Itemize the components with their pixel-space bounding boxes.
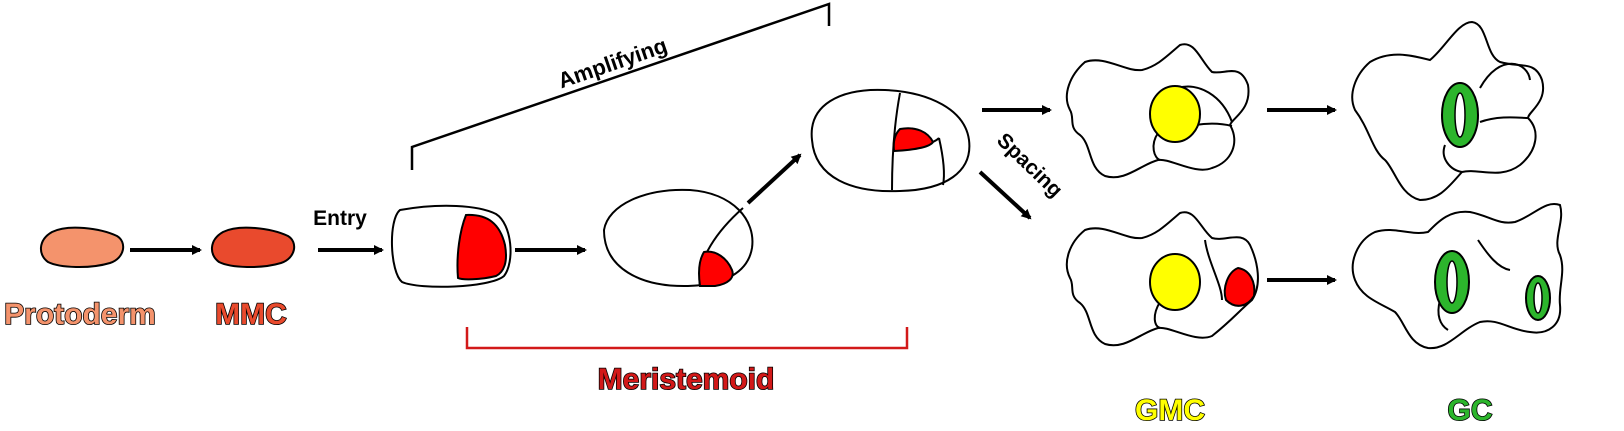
protoderm-cell [40, 226, 125, 269]
amplifying-bracket [410, 2, 831, 170]
arrow-amplifying-2 [746, 153, 802, 205]
amplifying-label: Amplifying [555, 33, 671, 94]
stomatal-pore [1533, 282, 1543, 314]
amplifying-cell-2 [810, 88, 971, 193]
gc-top-cell [1351, 20, 1545, 202]
gmc-yellow [1149, 85, 1201, 143]
meristemoid-red [892, 127, 935, 153]
arrow-spacing [978, 170, 1032, 220]
meristemoid-label: Meristemoid [598, 363, 775, 396]
gmc-bottom-cell [1065, 211, 1259, 347]
meristemoid-red [456, 213, 507, 281]
mmc-label: MMC [215, 298, 287, 331]
stomatal-pore [1454, 92, 1466, 138]
gmc-top-cell [1065, 43, 1250, 179]
meristemoid-red [1223, 266, 1256, 307]
gc-label: GC [1448, 394, 1493, 427]
amplifying-cell-1 [602, 188, 754, 288]
protoderm-label: Protoderm [4, 298, 156, 331]
mmc-cell [211, 226, 296, 269]
gmc-yellow [1149, 253, 1201, 311]
stomatal-pore [1446, 260, 1458, 304]
meristemoid-bracket [465, 327, 909, 350]
gmc-label: GMC [1135, 394, 1205, 427]
entry-division-cell [391, 204, 512, 288]
meristemoid-red [698, 250, 734, 287]
gc-bottom-cell [1351, 203, 1564, 350]
entry-label: Entry [313, 207, 367, 230]
